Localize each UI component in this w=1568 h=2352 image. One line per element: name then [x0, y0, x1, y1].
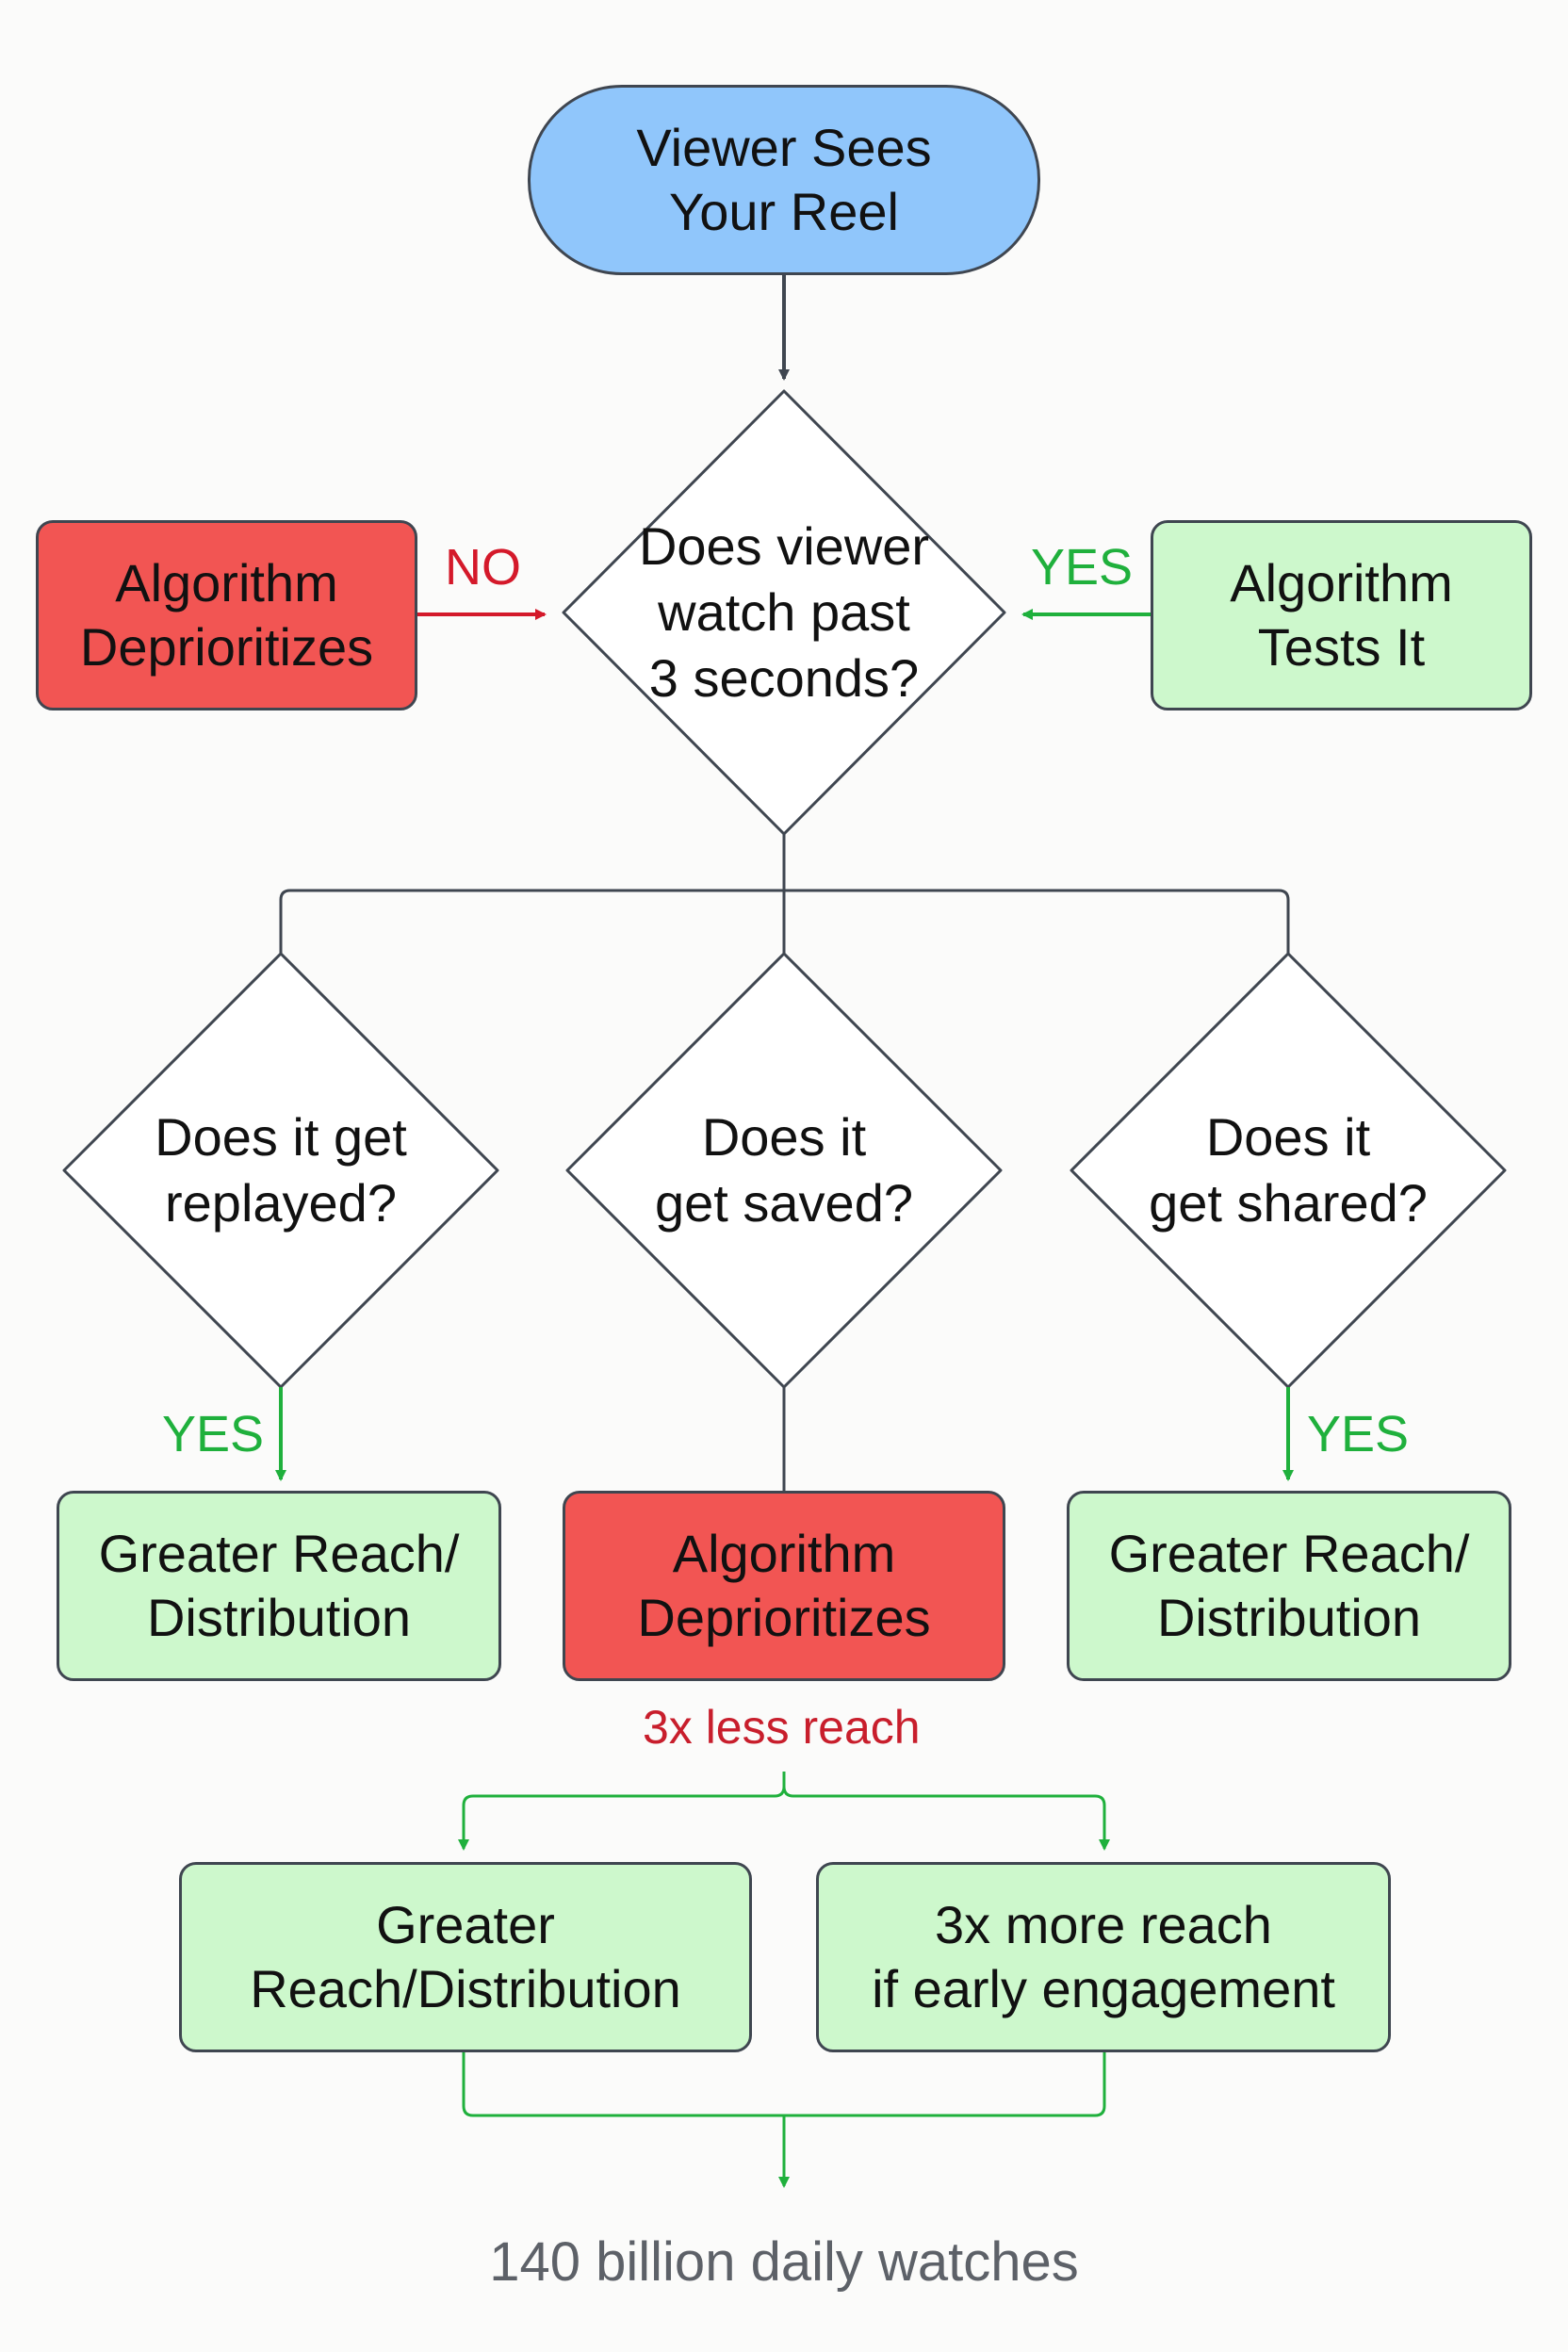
- result-replayed-label: Greater Reach/ Distribution: [98, 1523, 460, 1647]
- decision-shared-label: Does it get shared?: [1149, 1107, 1428, 1233]
- footer-text: 140 billion daily watches: [489, 2231, 1079, 2293]
- yes-label-replayed: YES: [162, 1406, 265, 1462]
- result-shared-label: Greater Reach/ Distribution: [1108, 1523, 1470, 1647]
- less-reach-note: 3x less reach: [643, 1701, 921, 1754]
- decision-replayed-label: Does it get replayed?: [155, 1107, 407, 1233]
- right-outcome-label: Algorithm Tests It: [1230, 552, 1453, 677]
- bottom-left-label: Greater Reach/Distribution: [250, 1894, 681, 2018]
- merge-connector: [462, 2052, 1106, 2186]
- bottom-left-box: Greater Reach/Distribution: [179, 1862, 752, 2052]
- split-connector: [462, 1772, 1106, 1847]
- result-replayed-box: Greater Reach/ Distribution: [57, 1491, 501, 1681]
- yes-label-top: YES: [1031, 539, 1134, 596]
- decision-saved-label: Does it get saved?: [655, 1107, 913, 1233]
- result-saved-label: Algorithm Deprioritizes: [637, 1523, 931, 1647]
- start-node: Viewer Sees Your Reel: [528, 85, 1040, 275]
- branch-connector: [279, 834, 1290, 954]
- right-outcome-box: Algorithm Tests It: [1151, 520, 1532, 710]
- decision-main-label: Does viewer watch past 3 seconds?: [638, 516, 930, 708]
- no-label: NO: [445, 539, 521, 596]
- bottom-right-box: 3x more reach if early engagement: [816, 1862, 1391, 2052]
- start-node-label: Viewer Sees Your Reel: [636, 117, 932, 241]
- left-outcome-label: Algorithm Deprioritizes: [79, 552, 374, 677]
- left-outcome-box: Algorithm Deprioritizes: [36, 520, 417, 710]
- result-saved-box: Algorithm Deprioritizes: [563, 1491, 1005, 1681]
- yes-label-shared: YES: [1307, 1406, 1410, 1462]
- result-shared-box: Greater Reach/ Distribution: [1067, 1491, 1511, 1681]
- bottom-right-label: 3x more reach if early engagement: [872, 1894, 1335, 2018]
